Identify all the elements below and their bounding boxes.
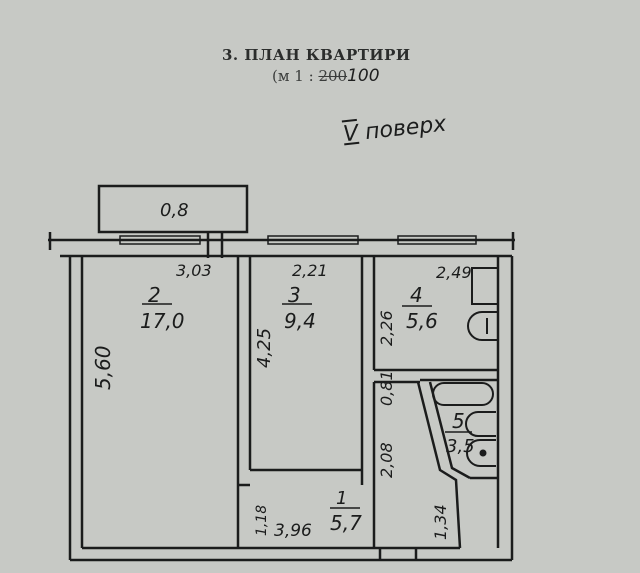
- room1-number: 1: [336, 488, 347, 509]
- dim-corridor-length: 2,08: [377, 442, 396, 478]
- scale-prefix: (м 1 :: [272, 67, 314, 85]
- scale-new: 100: [347, 66, 380, 86]
- room5-area: 3,5: [446, 436, 475, 457]
- dim-corridor-width: 0,81: [377, 370, 396, 406]
- dim-room3-width: 2,21: [292, 261, 328, 280]
- room1-area: 5,7: [330, 511, 362, 535]
- wash-basin-icon: [465, 411, 496, 437]
- dim-room4-length: 2,26: [377, 310, 396, 346]
- room2-number: 2: [148, 283, 161, 307]
- plan-title: 3. ПЛАН КВАРТИРИ: [222, 46, 411, 64]
- balcony-outline: [97, 184, 249, 234]
- bathtub-icon: [432, 382, 494, 406]
- dim-hall-length: 1,34: [431, 504, 450, 540]
- dim-room4-width: 2,49: [436, 263, 472, 282]
- room3-number: 3: [288, 283, 301, 307]
- walls: [48, 184, 515, 562]
- dim-hall-small: 1,18: [254, 505, 270, 536]
- stove-icon: [471, 267, 499, 305]
- dim-room3-length: 4,25: [254, 328, 275, 368]
- toilet-icon: [466, 439, 496, 467]
- dim-room2-width: 3,03: [176, 261, 212, 280]
- plan-scale: (м 1 : 200100: [272, 66, 380, 86]
- room4-number: 4: [410, 283, 423, 307]
- dim-room2-length: 5,60: [91, 345, 115, 390]
- room3-area: 9,4: [284, 309, 316, 333]
- room5-number: 5: [452, 409, 465, 433]
- fixtures: [432, 267, 499, 467]
- kitchen-sink-icon: [467, 311, 498, 341]
- room-number-lines: [142, 303, 472, 509]
- dim-hall-width: 3,96: [274, 521, 312, 541]
- room4-area: 5,6: [406, 309, 438, 333]
- dim-balcony: 0,8: [160, 200, 189, 221]
- scale-old: 200: [318, 67, 348, 85]
- room2-area: 17,0: [140, 309, 185, 333]
